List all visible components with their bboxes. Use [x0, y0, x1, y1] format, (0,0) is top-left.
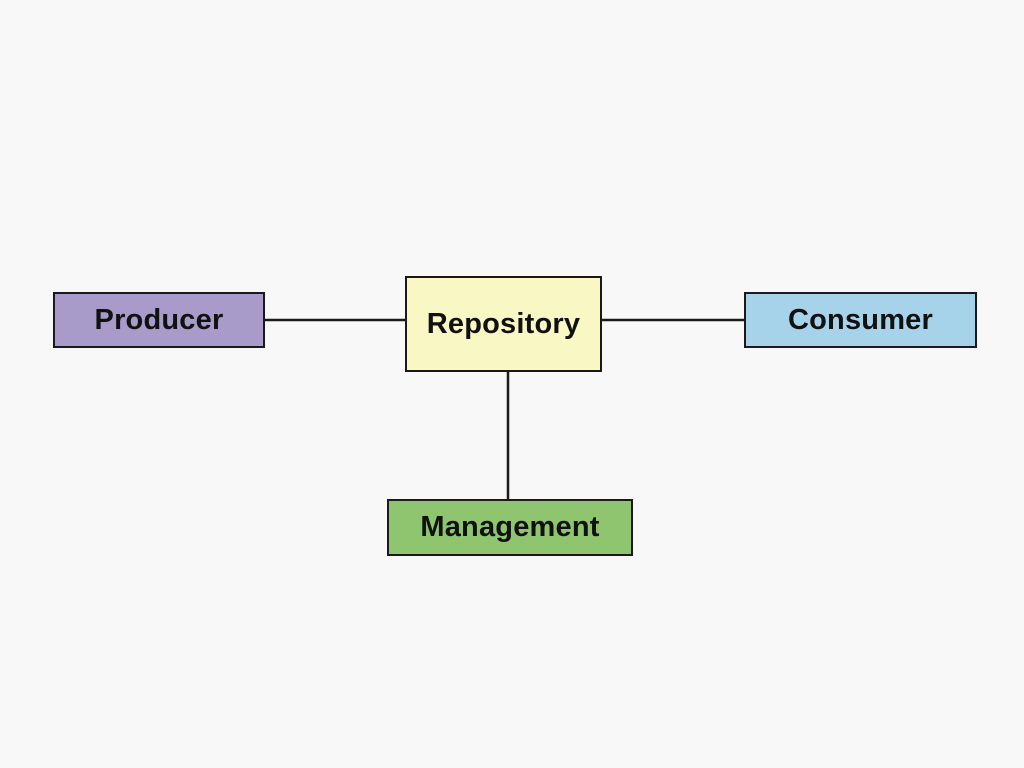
consumer-node: Consumer — [744, 292, 977, 348]
management-node: Management — [387, 499, 633, 556]
repository-node: Repository — [405, 276, 602, 372]
consumer-label: Consumer — [787, 303, 933, 336]
management-label: Management — [420, 511, 600, 543]
producer-node: Producer — [53, 292, 265, 348]
producer-label: Producer — [94, 303, 224, 336]
repository-label: Repository — [426, 307, 581, 340]
